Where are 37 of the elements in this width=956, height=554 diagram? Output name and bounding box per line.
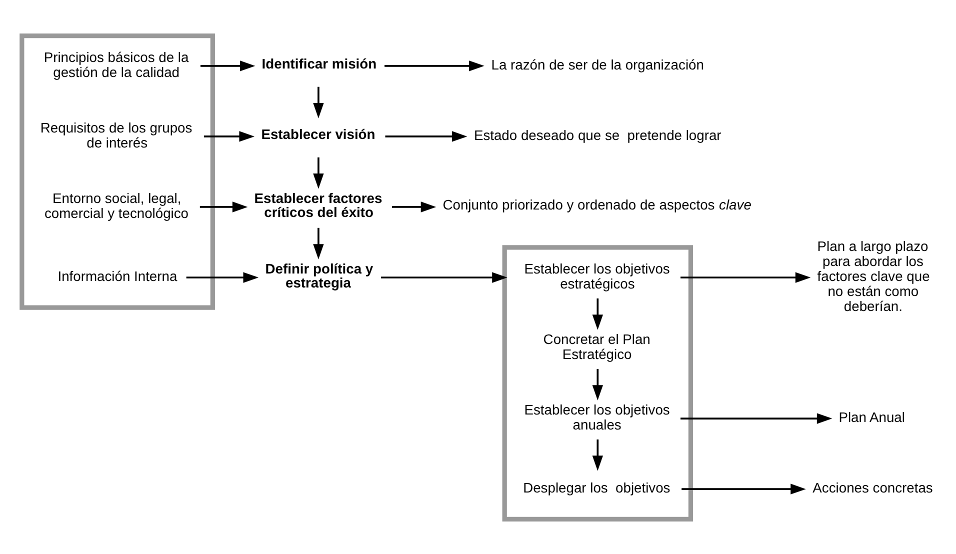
arrow — [385, 130, 468, 142]
arrow — [313, 156, 324, 188]
node-text: Requisitos de los grupos de interés — [40, 119, 192, 150]
arrow — [682, 483, 806, 494]
node-text: Establecer visión — [261, 125, 376, 142]
arrow — [392, 201, 436, 212]
arrow — [200, 201, 248, 212]
node-text: Identificar misión — [262, 54, 377, 71]
arrow — [592, 368, 603, 400]
arrow — [592, 298, 603, 330]
cluster — [502, 244, 694, 521]
node-text: Conjunto priorizado y ordenado de aspectos clave — [442, 196, 752, 212]
node-text: Establecer factores críticos del éxito — [254, 190, 382, 220]
arrow — [592, 438, 603, 470]
cluster — [20, 33, 215, 310]
node-text: Plan Anual — [838, 408, 905, 425]
arrow — [313, 227, 324, 259]
node-text: Plan a largo plazo para abordar los factores clave que no están como deberían. — [817, 238, 930, 314]
arrow — [381, 272, 508, 282]
node-text: Establecer los objetivos estratégicos — [524, 260, 670, 292]
arrow — [186, 272, 259, 282]
arrow — [680, 272, 811, 282]
arrow — [313, 86, 324, 118]
arrow — [204, 130, 254, 142]
node-text: Entorno social, legal, comercial y tecnológico — [44, 190, 189, 221]
node-text: Definir política y estrategia — [265, 260, 374, 290]
node-text: Concretar el Plan Estratégico — [543, 330, 650, 362]
node-text: Establecer los objetivos anuales — [524, 401, 670, 432]
node-text: Acciones concretas — [812, 479, 933, 496]
node-text: Estado deseado que se pretende lograr — [474, 126, 722, 143]
node-text: Principios básicos de la gestión de la calidad — [44, 48, 189, 80]
arrow — [200, 60, 256, 71]
node-text: La razón de ser de la organización — [491, 56, 704, 72]
arrow — [384, 60, 484, 71]
node-text: Información Interna — [58, 268, 178, 284]
node-text: Desplegar los objetivos — [523, 479, 670, 496]
arrow — [680, 412, 832, 424]
